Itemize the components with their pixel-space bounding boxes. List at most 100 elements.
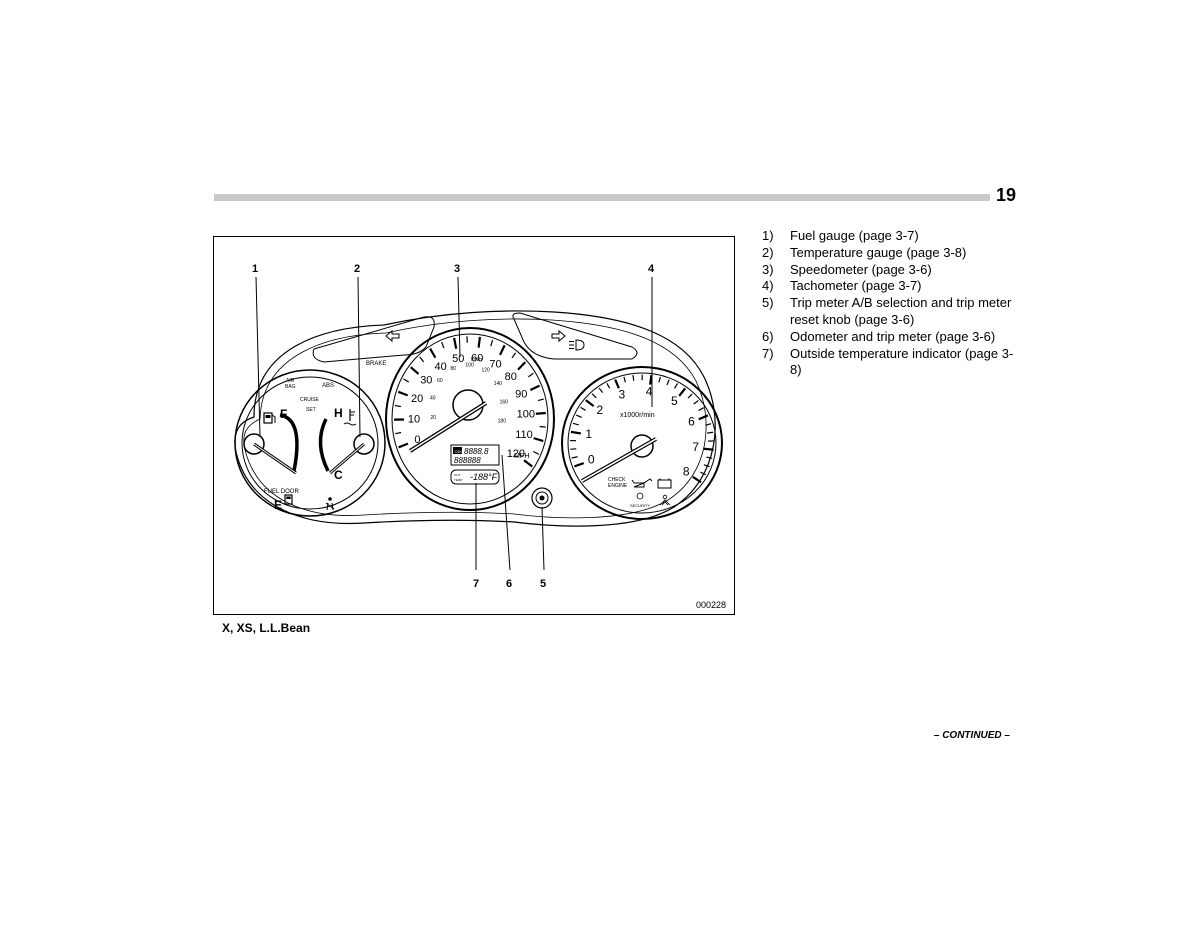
kmh-label: 40 — [430, 396, 436, 402]
callout-1-leader — [255, 276, 261, 438]
odometer-display — [450, 444, 500, 466]
kmh-unit-label: km/h — [471, 357, 482, 363]
minor-tick — [572, 422, 579, 426]
speed-label: 120 — [507, 448, 525, 460]
instrument-cluster-drawing: F E H C AIR BAG ABS CRUISE SET FUEL DOOR — [234, 263, 723, 590]
seatbelt-warning-icon — [659, 494, 671, 506]
major-tick — [703, 447, 714, 451]
minor-tick — [419, 356, 425, 363]
callout-2: 2 — [354, 263, 360, 275]
right-indicator-pod — [512, 312, 638, 360]
kmh-label: 120 — [481, 368, 490, 374]
major-tick — [453, 337, 458, 349]
major-tick — [698, 414, 709, 421]
legend-number: 4) — [762, 278, 774, 294]
kmh-label: 100 — [465, 362, 474, 368]
airbag-label-1: AIR — [286, 378, 295, 384]
high-beam-icon — [569, 339, 585, 351]
major-tick — [570, 430, 581, 435]
airbag-label-2: BAG — [285, 384, 296, 390]
speed-label: 30 — [420, 375, 432, 387]
legend-number: 7) — [762, 345, 774, 361]
major-tick — [397, 390, 409, 397]
temp-hot-label: H — [334, 406, 343, 420]
speed-label: 0 — [414, 434, 420, 446]
major-tick — [477, 336, 482, 348]
major-tick — [533, 437, 544, 443]
turn-left-arrow-icon — [385, 329, 400, 343]
legend-item: 2) Temperature gauge (page 3-8) — [762, 245, 1022, 262]
callout-2-leader — [357, 276, 361, 438]
mph-unit-label: MPH — [514, 453, 530, 460]
callout-4: 4 — [648, 263, 655, 275]
major-tick — [398, 442, 409, 449]
legend-text: Temperature gauge (page 3-8) — [790, 244, 967, 260]
minor-tick — [705, 423, 712, 426]
legend-item: 3)Speedometer (page 3-6) — [762, 262, 1022, 279]
major-tick — [692, 475, 702, 484]
minor-tick — [632, 375, 635, 381]
fuel-scale-arc — [279, 413, 299, 472]
fuel-pump-small-icon — [284, 494, 293, 505]
minor-tick — [441, 341, 445, 349]
major-tick — [649, 375, 653, 385]
callout-1: 1 — [252, 263, 258, 275]
fuel-door-label: FUEL DOOR — [264, 489, 299, 495]
legend-number: 2) — [762, 244, 774, 260]
rpm-label: 5 — [671, 394, 678, 408]
svg-text:TEMP: TEMP — [454, 478, 462, 482]
speed-label: 10 — [408, 413, 420, 425]
odometer-prefix: ODO — [455, 449, 464, 454]
minor-tick — [580, 406, 586, 411]
odometer-digits: 888888 — [454, 456, 481, 465]
figure-caption: X, XS, L.L.Bean — [222, 621, 311, 635]
minor-tick — [570, 448, 577, 450]
set-label: SET — [306, 407, 316, 413]
legend-list: 1)Fuel gauge (page 3-7) 2)Temperature ga… — [762, 228, 1022, 379]
minor-tick — [674, 383, 679, 389]
outside-temp-display — [450, 469, 500, 485]
minor-tick — [666, 379, 670, 386]
speed-label: 100 — [517, 408, 535, 420]
check-engine-label-1: CHECK — [608, 477, 626, 483]
kmh-label: 20 — [430, 415, 436, 421]
major-tick — [585, 399, 595, 408]
rpm-label: 6 — [688, 415, 695, 429]
temp-cold-label: C — [334, 468, 343, 482]
legend-item: 4) Tachometer (page 3-7) — [762, 278, 1022, 295]
minor-tick — [703, 464, 710, 468]
minor-tick — [707, 431, 714, 434]
minor-tick — [658, 376, 662, 383]
legend-text: Speedometer (page 3-6) — [790, 261, 932, 277]
legend-text: Odometer and trip meter (page 3-6) — [790, 328, 996, 344]
svg-text:OUT: OUT — [454, 473, 461, 477]
left-gauge-face — [241, 376, 379, 510]
legend-text: Tachometer (page 3-7) — [790, 278, 922, 294]
major-tick — [410, 366, 420, 375]
rpm-unit-label: x1000r/min — [620, 412, 655, 419]
minor-tick — [598, 387, 604, 394]
speedometer-tick-ring — [393, 336, 546, 468]
minor-tick — [537, 398, 544, 402]
callout-6-leader — [501, 454, 511, 571]
legend-item: 7)Outside temperature indicator (page 3-… — [762, 346, 1022, 380]
legend-item: 5)Trip meter A/B selection and trip mete… — [762, 295, 1022, 329]
minor-tick — [687, 393, 693, 399]
minor-tick — [527, 372, 534, 378]
turn-right-arrow-icon — [551, 329, 566, 343]
minor-tick — [571, 456, 578, 459]
major-tick — [573, 462, 585, 468]
tachometer-tick-ring — [570, 374, 714, 484]
rpm-label: 7 — [692, 440, 699, 454]
minor-tick — [511, 352, 517, 359]
legend-number: 5) — [762, 295, 774, 311]
rpm-label: 0 — [588, 453, 595, 467]
kmh-label: 160 — [500, 399, 509, 405]
odometer-mode-tag — [453, 447, 462, 454]
left-gauge-bezel — [234, 369, 386, 517]
rpm-label: 8 — [683, 465, 690, 479]
figure-id: 000228 — [695, 600, 726, 610]
oil-pressure-icon — [631, 478, 653, 488]
page-number: 19 — [995, 185, 1016, 205]
